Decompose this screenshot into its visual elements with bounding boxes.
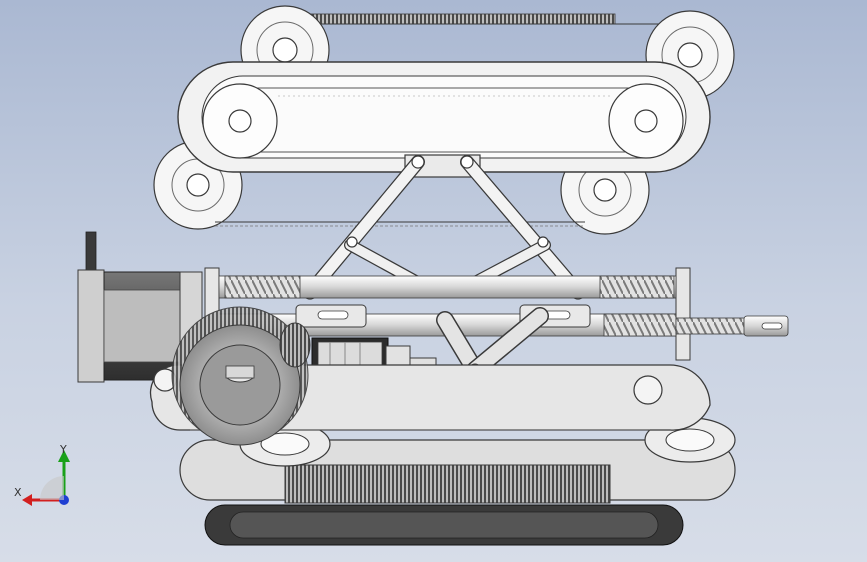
bevel-gear-pair <box>171 306 311 446</box>
lower-chassis <box>149 364 736 546</box>
axis-triad[interactable]: Y X <box>14 443 70 506</box>
pinion-bevel-gear <box>279 322 311 368</box>
upper-screw-thread-left <box>224 275 301 299</box>
motor-end-cap <box>77 269 105 383</box>
triad-x-label: X <box>14 486 22 499</box>
motor-shaft <box>85 231 97 273</box>
front-left-pulley <box>202 83 278 159</box>
triad-plane <box>40 476 64 500</box>
chassis-pivot-boss <box>633 375 663 405</box>
output-shaft-thread <box>675 317 747 335</box>
front-right-pulley <box>608 83 684 159</box>
lower-track-belt-teeth <box>284 464 611 504</box>
upper-front-track <box>177 61 711 173</box>
frame-right-plate <box>675 267 691 361</box>
stepper-motor <box>77 231 203 383</box>
triad-y-label: Y <box>59 443 67 456</box>
upper-screw-thread-right <box>599 275 675 299</box>
lower-screw-thread-right <box>603 313 677 337</box>
shaft-keyway <box>761 322 783 330</box>
scissor-linkage <box>302 154 586 300</box>
rear-track-belt-teeth <box>284 13 616 25</box>
